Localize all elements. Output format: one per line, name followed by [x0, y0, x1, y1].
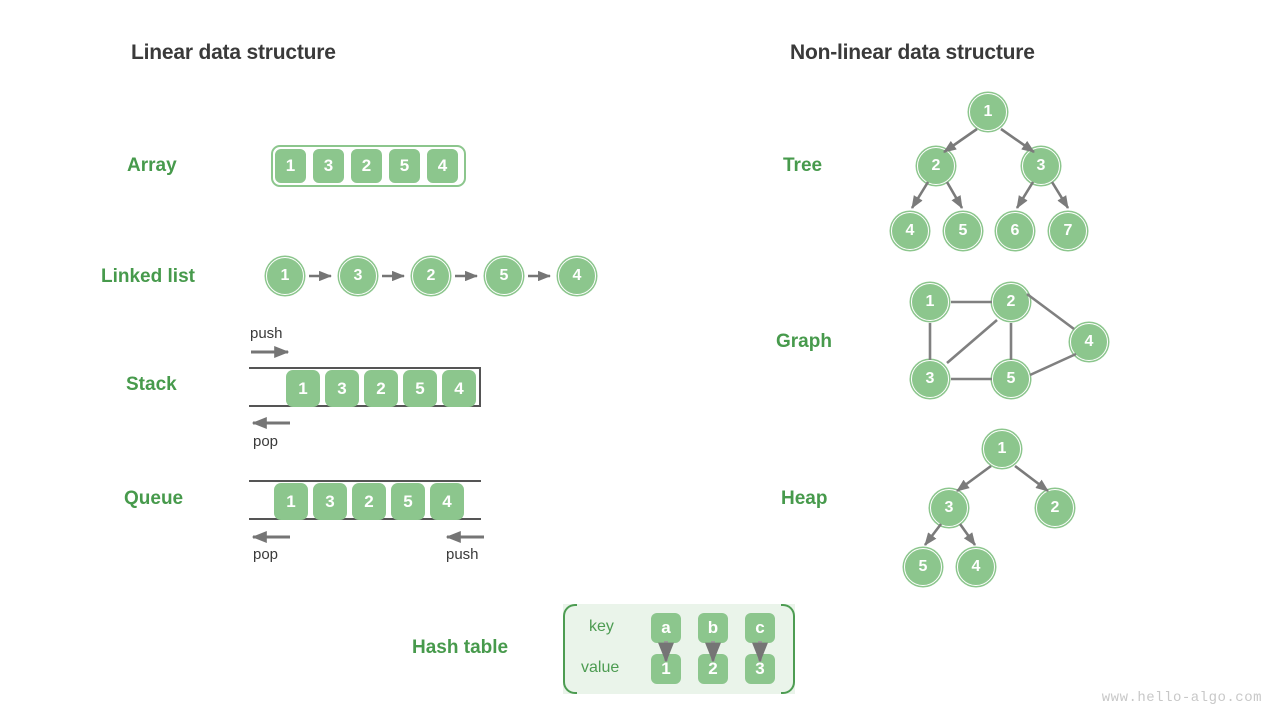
graph-node: 1	[911, 283, 949, 321]
graph-node: 3	[911, 360, 949, 398]
hash-table-value-cell: 1	[651, 654, 681, 684]
hash-table-value-cell: 2	[698, 654, 728, 684]
label-queue: Queue	[124, 488, 184, 509]
bracket-right-icon	[781, 604, 795, 694]
tree-node: 2	[917, 147, 955, 185]
array-structure: 1 3 2 5 4	[271, 145, 466, 187]
hash-table-key-label: key	[589, 618, 614, 635]
hash-table-key-cell: b	[698, 613, 728, 643]
queue-container: 1 3 2 5 4	[249, 480, 481, 520]
label-heap: Heap	[781, 488, 828, 509]
label-tree: Tree	[783, 155, 823, 176]
tree-node: 6	[996, 212, 1034, 250]
hash-table-key-cell: c	[745, 613, 775, 643]
heap-node: 1	[983, 430, 1021, 468]
hash-table-value-cell: 3	[745, 654, 775, 684]
watermark: www.hello-algo.com	[1101, 690, 1262, 706]
heading-linear-data-structure: Linear data structure	[131, 41, 336, 64]
tree-node: 3	[1022, 147, 1060, 185]
linked-list-node: 1	[266, 257, 304, 295]
heap-node: 3	[930, 489, 968, 527]
stack-container: 1 3 2 5 4	[249, 367, 481, 407]
heap-node: 2	[1036, 489, 1074, 527]
hash-table-panel: key value a b c 1 2 3	[563, 604, 795, 694]
stack-cell: 3	[325, 370, 359, 407]
heading-nonlinear-data-structure: Non-linear data structure	[790, 41, 1035, 64]
tree-node: 7	[1049, 212, 1087, 250]
queue-cell: 3	[313, 483, 347, 520]
queue-cell: 5	[391, 483, 425, 520]
tree-node: 1	[969, 93, 1007, 131]
graph-node: 2	[992, 283, 1030, 321]
linked-list-node: 4	[558, 257, 596, 295]
stack-cell: 4	[442, 370, 476, 407]
queue-cell: 2	[352, 483, 386, 520]
label-hash-table: Hash table	[412, 637, 509, 658]
array-cell: 1	[274, 148, 307, 184]
heap-node: 5	[904, 548, 942, 586]
label-array: Array	[127, 155, 177, 176]
graph-node: 4	[1070, 323, 1108, 361]
array-cell: 5	[388, 148, 421, 184]
hash-table-key-cell: a	[651, 613, 681, 643]
queue-push-label: push	[446, 546, 479, 563]
linked-list-node: 3	[339, 257, 377, 295]
stack-cell: 2	[364, 370, 398, 407]
array-cell: 4	[426, 148, 459, 184]
bracket-left-icon	[563, 604, 577, 694]
queue-cell: 1	[274, 483, 308, 520]
array-cell: 2	[350, 148, 383, 184]
linked-list-node: 5	[485, 257, 523, 295]
hash-table-value-label: value	[581, 659, 620, 676]
label-linked-list: Linked list	[101, 266, 195, 287]
heap-node: 4	[957, 548, 995, 586]
stack-pop-label: pop	[253, 433, 279, 450]
queue-pop-label: pop	[253, 546, 279, 563]
linked-list-node: 2	[412, 257, 450, 295]
tree-node: 4	[891, 212, 929, 250]
array-cell: 3	[312, 148, 345, 184]
stack-cell: 1	[286, 370, 320, 407]
label-stack: Stack	[126, 374, 177, 395]
tree-node: 5	[944, 212, 982, 250]
label-graph: Graph	[776, 331, 832, 352]
graph-node: 5	[992, 360, 1030, 398]
stack-cell: 5	[403, 370, 437, 407]
stack-push-label: push	[250, 325, 283, 342]
queue-cell: 4	[430, 483, 464, 520]
